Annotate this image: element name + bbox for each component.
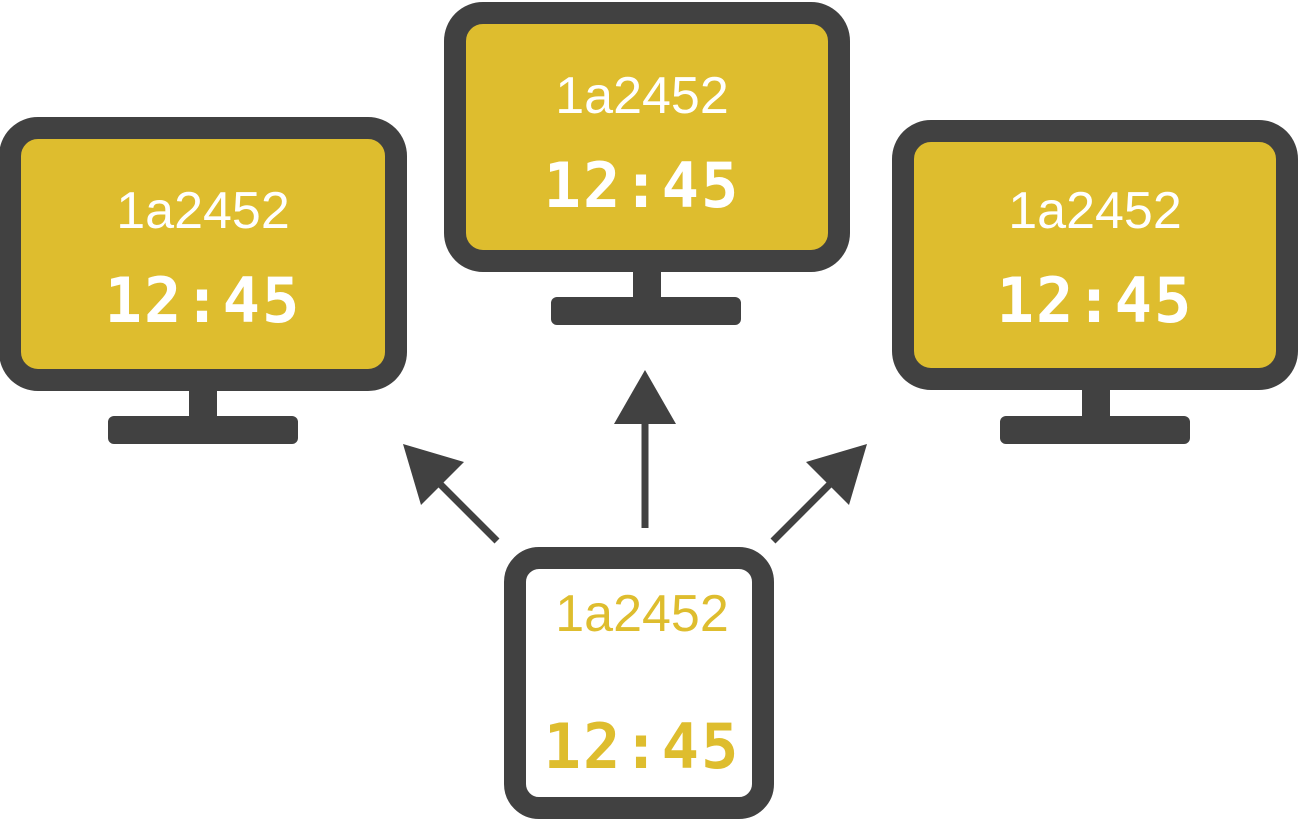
monitor-time-label: 12:45 <box>997 264 1194 337</box>
monitor-code-label: 1a2452 <box>1008 182 1182 240</box>
device-frame <box>504 547 774 819</box>
monitor-time-label: 12:45 <box>105 264 302 337</box>
source-device: 1a2452 12:45 <box>504 547 774 819</box>
device-time-label: 12:45 <box>544 710 741 783</box>
monitor-code-label: 1a2452 <box>555 67 729 125</box>
monitor-center: 1a2452 12:45 <box>444 2 850 325</box>
monitor-base <box>551 297 741 325</box>
monitor-frame <box>0 117 407 391</box>
monitor-time-label: 12:45 <box>544 149 741 222</box>
monitor-base <box>108 416 298 444</box>
device-code-label: 1a2452 <box>555 585 729 643</box>
arrow-to-right <box>770 444 867 544</box>
monitor-code-label: 1a2452 <box>116 182 290 240</box>
monitor-neck <box>633 264 661 300</box>
monitor-neck <box>1082 382 1110 418</box>
monitor-base <box>1000 416 1190 444</box>
monitor-left: 1a2452 12:45 <box>0 117 407 444</box>
monitor-right: 1a2452 12:45 <box>892 120 1298 444</box>
arrow-head-icon <box>614 370 676 424</box>
monitor-frame <box>444 2 850 272</box>
monitor-neck <box>189 383 217 419</box>
arrow-to-center <box>614 370 676 528</box>
arrow-shaft <box>770 473 841 544</box>
arrow-to-left <box>403 444 500 544</box>
arrow-shaft <box>429 473 500 544</box>
monitor-frame <box>892 120 1298 390</box>
arrow-head-icon <box>403 444 464 505</box>
arrow-head-icon <box>806 444 867 505</box>
